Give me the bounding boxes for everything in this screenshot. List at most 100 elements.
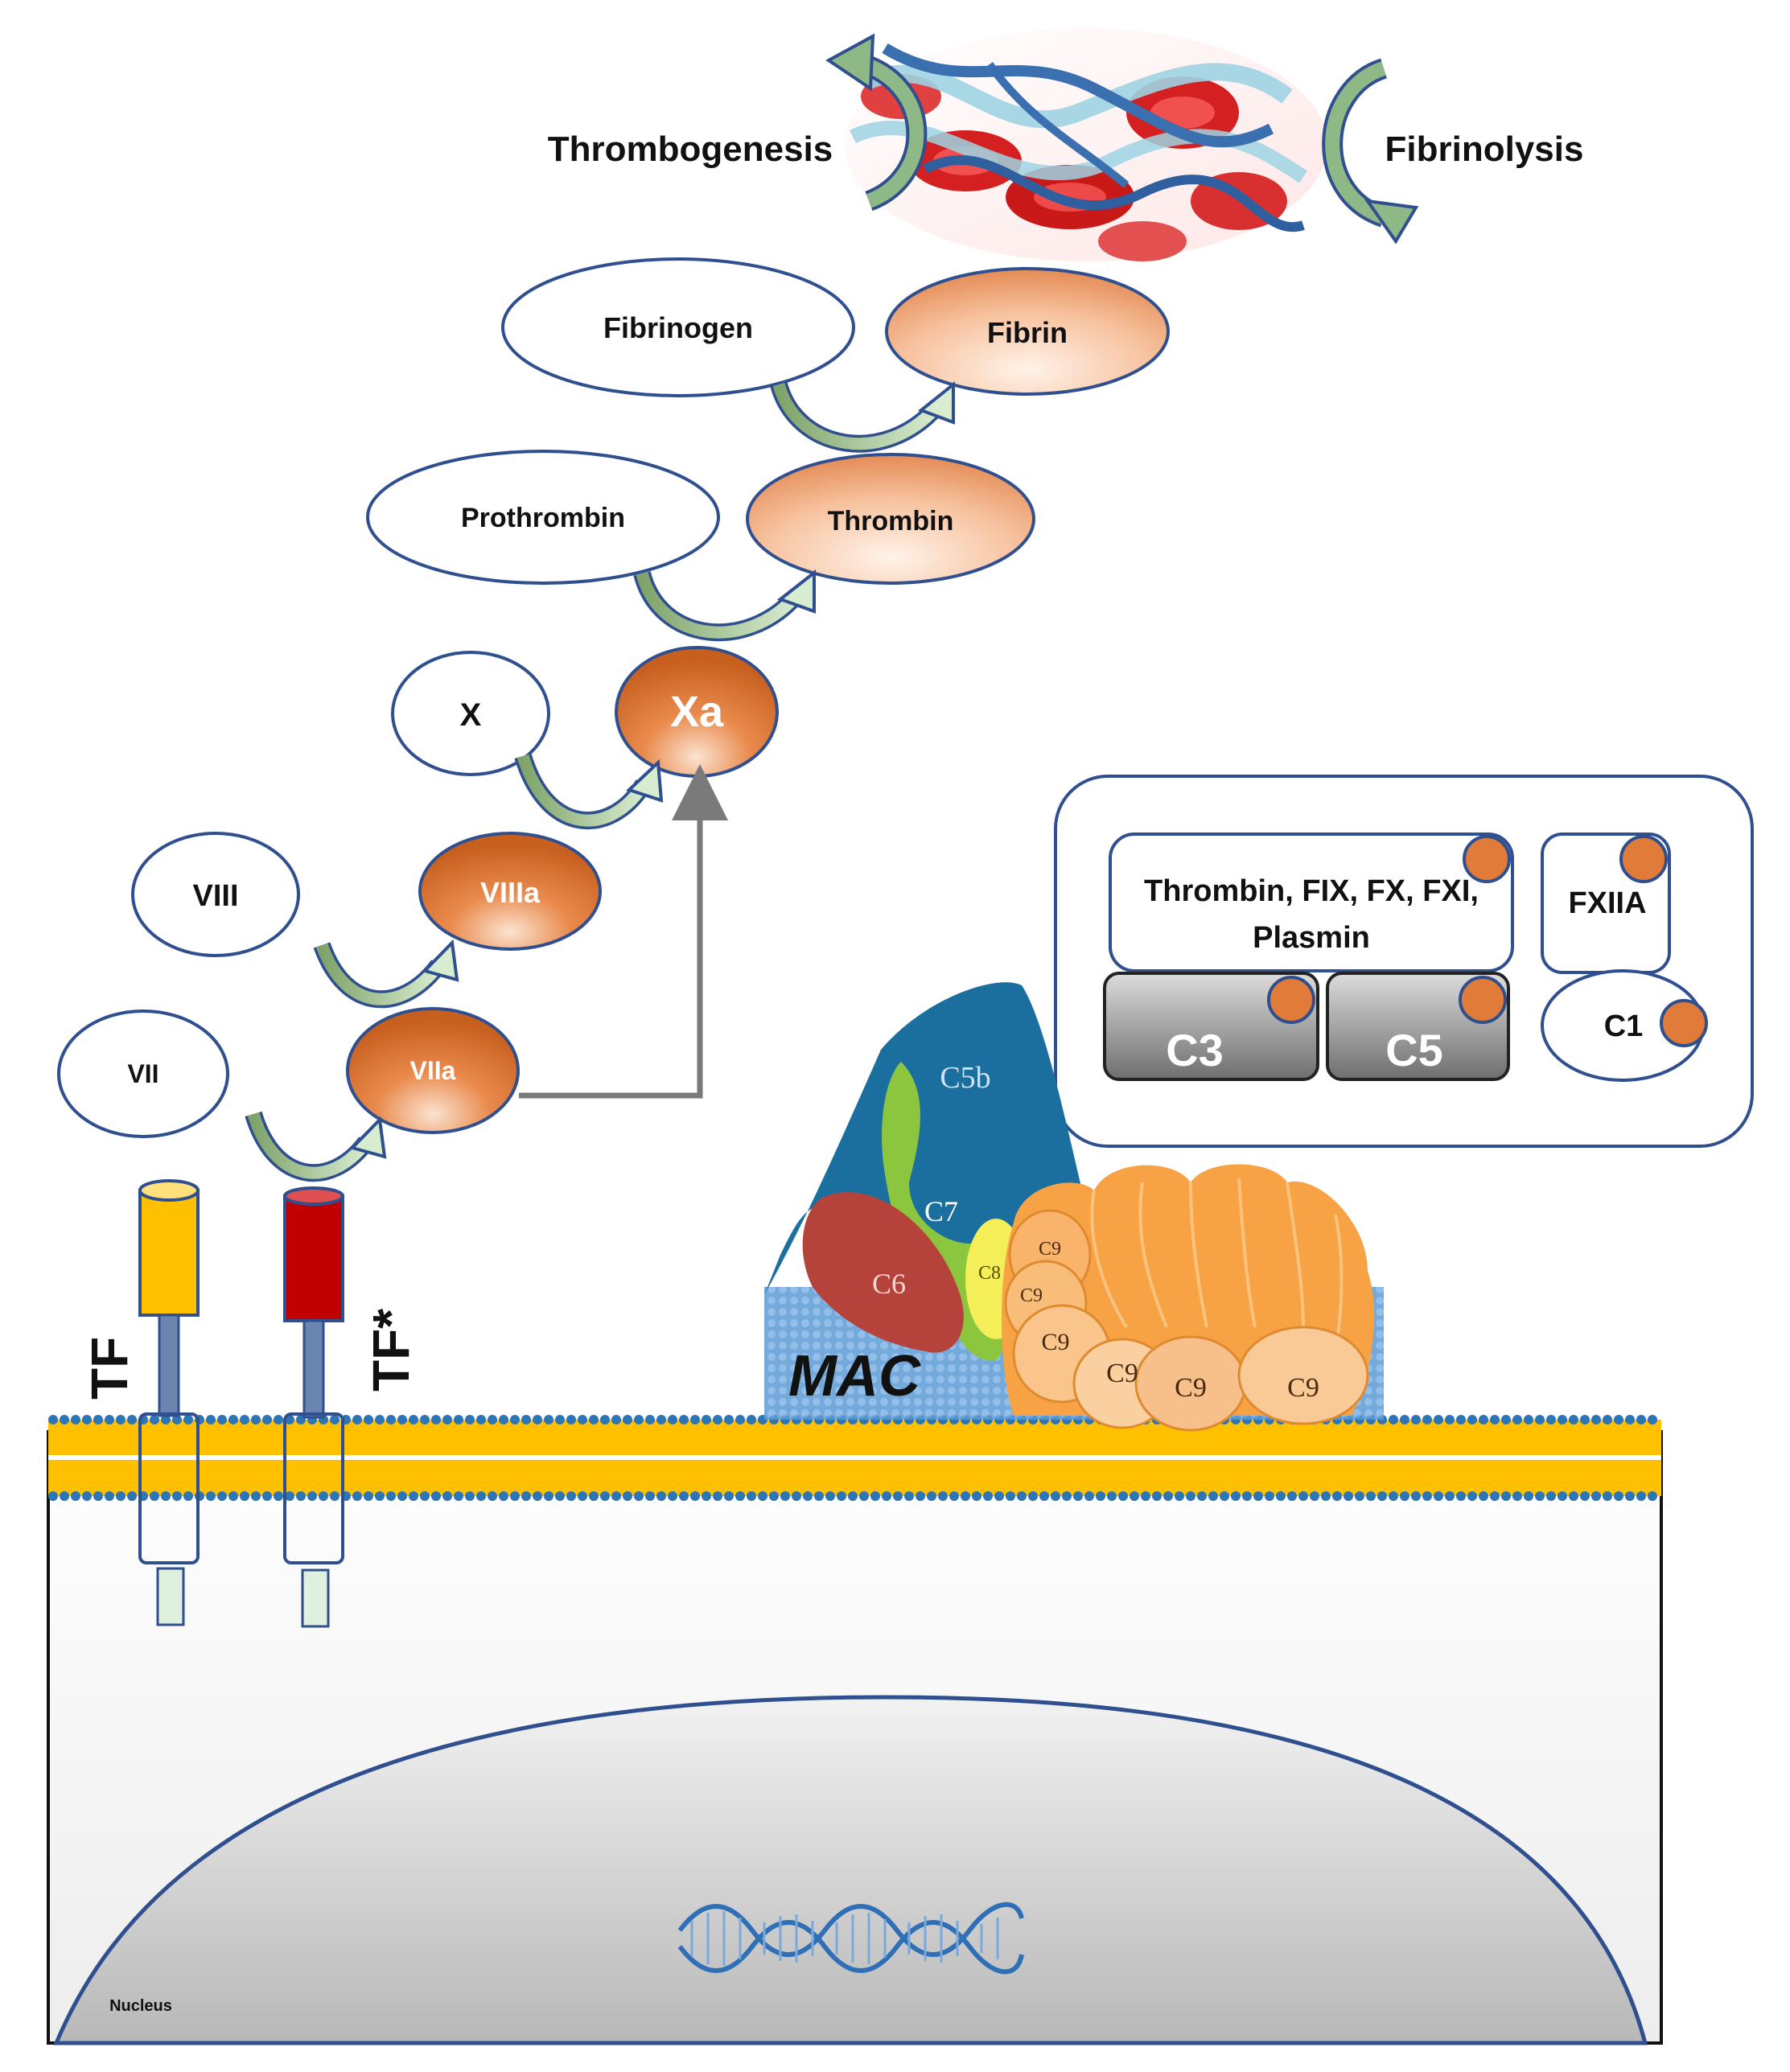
lipid-head xyxy=(1152,1491,1162,1501)
lipid-head xyxy=(48,1491,58,1501)
lipid-head xyxy=(521,1415,531,1424)
lipid-head xyxy=(1501,1415,1511,1424)
proteases-label: Thrombin, FIX, FX, FXI, xyxy=(1144,874,1479,908)
lipid-head xyxy=(1411,1491,1421,1501)
cell-membrane xyxy=(48,1415,1661,1501)
nucleus xyxy=(53,1695,1648,2045)
lipid-head xyxy=(150,1491,159,1501)
lipid-head xyxy=(420,1491,430,1501)
lipid-head xyxy=(544,1415,553,1424)
lipid-head xyxy=(1467,1415,1477,1424)
lipid-head xyxy=(1614,1491,1623,1501)
tf-label: TF xyxy=(80,1337,138,1400)
lipid-head xyxy=(71,1491,80,1501)
lipid-head xyxy=(217,1491,227,1501)
c9-label-d: C9 xyxy=(1106,1359,1138,1388)
lipid-head xyxy=(510,1415,520,1424)
lipid-head xyxy=(82,1415,92,1424)
lipid-head xyxy=(814,1491,824,1501)
lipid-head xyxy=(611,1415,621,1424)
lipid-head xyxy=(600,1415,610,1424)
lipid-head xyxy=(1400,1491,1409,1501)
prothrombin-label: Prothrombin xyxy=(461,503,625,533)
thrombin-node xyxy=(746,453,1035,585)
lipid-head xyxy=(589,1491,599,1501)
lipid-head xyxy=(938,1491,948,1501)
lipid-head xyxy=(330,1491,339,1501)
lipid-head xyxy=(375,1415,385,1424)
c1-label: C1 xyxy=(1604,1009,1644,1043)
lipid-head xyxy=(172,1415,182,1424)
lipid-head xyxy=(240,1415,249,1424)
lipid-head xyxy=(645,1415,655,1424)
lipid-head xyxy=(296,1491,306,1501)
thrombin-label: Thrombin xyxy=(828,506,954,536)
lipid-head xyxy=(285,1491,294,1501)
lipid-head xyxy=(442,1415,452,1424)
factor-xa-label: Xa xyxy=(670,688,724,736)
lipid-head xyxy=(1490,1415,1500,1424)
lipid-head xyxy=(702,1491,711,1501)
lipid-head xyxy=(1479,1491,1488,1501)
lipid-head xyxy=(1569,1491,1578,1501)
lipid-head xyxy=(1467,1491,1477,1501)
lipid-head xyxy=(330,1415,339,1424)
c8-label: C8 xyxy=(978,1263,1001,1284)
fibrin-label: Fibrin xyxy=(987,316,1068,349)
lipid-head xyxy=(375,1491,385,1501)
lipid-head xyxy=(533,1415,542,1424)
lipid-heads xyxy=(48,1415,1657,1501)
proteases-dot xyxy=(1463,835,1511,883)
lipid-head xyxy=(420,1415,430,1424)
lipid-head xyxy=(262,1491,272,1501)
lipid-head xyxy=(1051,1491,1060,1501)
lipid-head xyxy=(1580,1415,1590,1424)
fibrinolysis-circular-arrow xyxy=(1322,58,1419,245)
lipid-head xyxy=(352,1415,362,1424)
fibrinolysis-label: Fibrinolysis xyxy=(1385,130,1584,169)
lipid-head xyxy=(1332,1491,1342,1501)
lipid-head xyxy=(1310,1491,1319,1501)
fxiia-label: FXIIA xyxy=(1568,886,1646,920)
lipid-head xyxy=(994,1491,1004,1501)
lipid-head xyxy=(1231,1491,1241,1501)
lipid-head xyxy=(679,1491,689,1501)
lipid-head xyxy=(623,1491,632,1501)
lipid-head xyxy=(1580,1491,1590,1501)
lipid-head xyxy=(1445,1491,1455,1501)
factor-x-node xyxy=(391,651,550,776)
lipid-head xyxy=(364,1491,373,1501)
c3-dot xyxy=(1267,976,1315,1024)
lipid-head xyxy=(555,1491,565,1501)
lipid-head xyxy=(600,1491,610,1501)
c6-subunit xyxy=(802,1192,964,1353)
lipid-head xyxy=(735,1415,745,1424)
lipid-head xyxy=(274,1491,283,1501)
c9-label-b: C9 xyxy=(1020,1285,1043,1306)
lipid-head xyxy=(1636,1415,1646,1424)
lipid-head xyxy=(521,1491,531,1501)
prothrombin-node xyxy=(366,450,720,585)
lipid-head xyxy=(307,1491,317,1501)
c9-label-e: C9 xyxy=(1175,1373,1207,1403)
lipid-head xyxy=(1591,1415,1601,1424)
lipid-head xyxy=(1096,1491,1105,1501)
lipid-head xyxy=(882,1491,891,1501)
c5b-label: C5b xyxy=(940,1061,990,1095)
lipid-head xyxy=(431,1415,441,1424)
factor-viii-node xyxy=(131,832,300,957)
lipid-head xyxy=(1062,1491,1072,1501)
lipid-head xyxy=(758,1491,767,1501)
lipid-head xyxy=(1558,1491,1567,1501)
viia-to-xa-arrow xyxy=(519,764,728,1099)
lipid-head xyxy=(769,1491,779,1501)
lipid-head xyxy=(656,1415,666,1424)
lipid-head xyxy=(386,1491,396,1501)
thrombogenesis-circular-arrow xyxy=(825,33,928,212)
lipid-head xyxy=(1006,1491,1015,1501)
lipid-head xyxy=(916,1491,925,1501)
mac-complex: C5b C7 C6 C8 C9 C9 C9 C9 C9 C9 MAC xyxy=(764,982,1384,1432)
lipid-head xyxy=(172,1491,182,1501)
c9-label-c: C9 xyxy=(1041,1329,1069,1355)
